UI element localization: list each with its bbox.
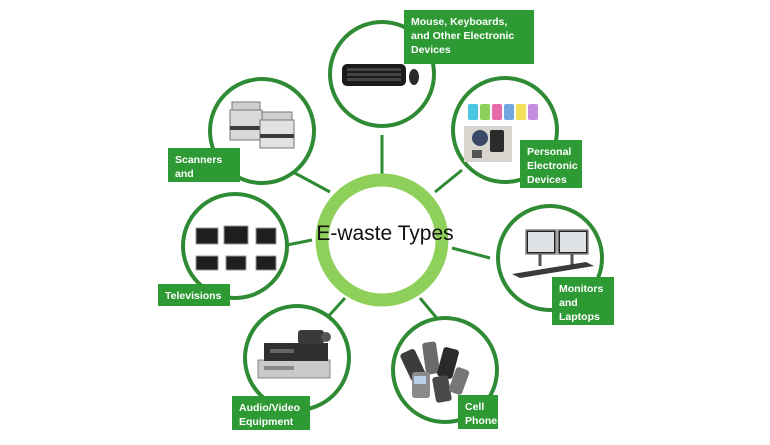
label-scanners-copiers: Scanners and Copiers: [168, 148, 240, 194]
cell-phones-icon: [400, 341, 470, 403]
center-circle: [315, 173, 449, 307]
label-monitors-laptops: Monitors and Laptops: [552, 277, 614, 325]
connectors: [271, 135, 491, 323]
televisions-icon: [195, 225, 277, 271]
label-audio-video: Audio/Video Equipment: [232, 396, 310, 430]
keyboard-mouse-icon: [342, 64, 419, 86]
av-equipment-icon: [257, 330, 331, 379]
monitor-icon: [512, 229, 594, 278]
label-mouse-keyboards: Mouse, Keyboards, and Other Electronic D…: [404, 10, 534, 64]
label-cell-phones: Cell Phones: [458, 395, 503, 429]
personal-devices-icon: [464, 104, 538, 162]
center-title: E-waste Types: [316, 222, 454, 245]
circle-televisions: [181, 192, 289, 300]
label-personal-electronic: Personal Electronic Devices: [520, 140, 582, 188]
label-televisions: Televisions: [158, 284, 230, 306]
printer-icon: [229, 101, 295, 149]
